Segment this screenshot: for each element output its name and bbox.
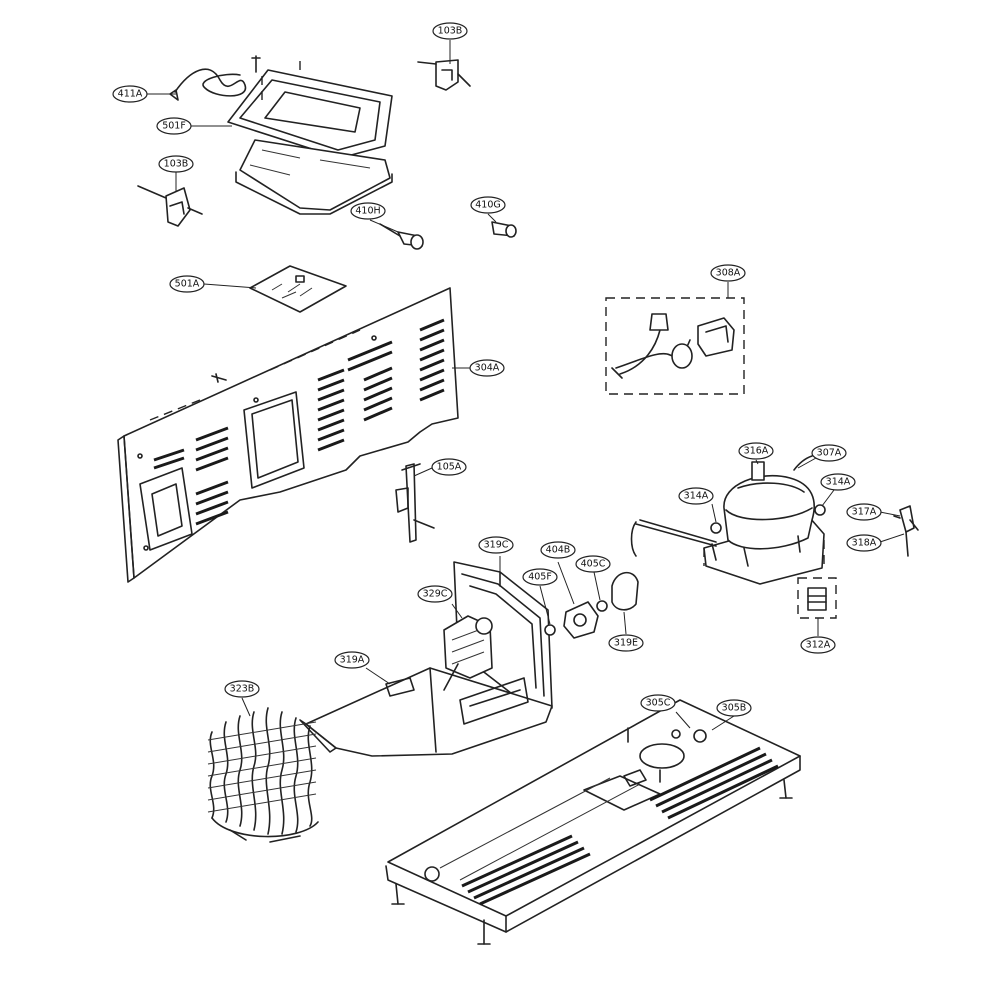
svg-text:103B: 103B (438, 26, 463, 37)
callout-323b: 323B (224, 680, 260, 698)
callout-411a: 411A (112, 85, 148, 103)
fan-motor-319e (611, 571, 639, 611)
svg-text:405F: 405F (528, 572, 552, 583)
callout-312a: 312A (800, 636, 836, 654)
pcb-501a (249, 265, 347, 313)
callout-405f: 405F (522, 568, 558, 586)
callout-501f: 501F (156, 117, 192, 135)
callout-314a-right: 314A (820, 473, 856, 491)
svg-text:410H: 410H (355, 206, 380, 217)
svg-text:323B: 323B (230, 684, 255, 695)
base-vent-slots (461, 746, 779, 906)
drain-pipe-105a (395, 463, 435, 543)
callout-304a: 304A (469, 359, 505, 377)
callout-305b: 305B (716, 699, 752, 717)
callout-329c: 329C (417, 585, 453, 603)
svg-text:501F: 501F (162, 121, 186, 132)
svg-text:319A: 319A (340, 655, 365, 666)
callout-405c: 405C (575, 555, 611, 573)
callout-404b: 404B (540, 541, 576, 559)
washer-405c (596, 600, 608, 612)
svg-text:405C: 405C (581, 559, 606, 570)
callout-105a: 105A (431, 458, 467, 476)
callout-103b-top: 103B (432, 22, 468, 40)
svg-text:314A: 314A (684, 491, 709, 502)
svg-text:411A: 411A (118, 89, 143, 100)
frame-319a (299, 663, 553, 757)
svg-text:318A: 318A (852, 538, 877, 549)
callout-103b-left: 103B (158, 155, 194, 173)
svg-text:319E: 319E (614, 638, 638, 649)
callout-319e: 319E (608, 634, 644, 652)
svg-text:307A: 307A (817, 448, 842, 459)
svg-text:105A: 105A (437, 462, 462, 473)
svg-text:316A: 316A (744, 446, 769, 457)
svg-text:404B: 404B (546, 545, 571, 556)
svg-text:410G: 410G (475, 200, 501, 211)
bracket-103b-left (137, 185, 203, 227)
svg-text:319C: 319C (484, 540, 509, 551)
lamp-410g (491, 221, 517, 238)
svg-text:305B: 305B (722, 703, 747, 714)
lamp-410h (379, 223, 424, 250)
callout-319a: 319A (334, 651, 370, 669)
callout-410h: 410H (350, 202, 386, 220)
svg-text:305C: 305C (646, 698, 671, 709)
callout-307a: 307A (811, 444, 847, 462)
top-cover-assembly (227, 55, 393, 215)
svg-text:308A: 308A (716, 268, 741, 279)
condenser-coil-323b (207, 707, 319, 843)
fan-motor-329c (443, 615, 493, 679)
svg-text:314A: 314A (826, 477, 851, 488)
callout-317a: 317A (846, 503, 882, 521)
svg-text:312A: 312A (806, 640, 831, 651)
rear-panel-304a (117, 287, 459, 583)
relay-317a-318a (893, 505, 919, 557)
callout-318a: 318A (846, 534, 882, 552)
callout-308a: 308A (710, 264, 746, 282)
svg-text:317A: 317A (852, 507, 877, 518)
power-cord (169, 68, 247, 101)
callout-314a-left: 314A (678, 487, 714, 505)
vent-slots-left (153, 426, 229, 526)
callout-305c: 305C (640, 694, 676, 712)
harness-308a (605, 297, 745, 395)
bracket-103b-top (417, 59, 471, 91)
fan-blade-404b (563, 601, 599, 639)
base-plate (385, 699, 801, 945)
svg-text:304A: 304A (475, 363, 500, 374)
compressor (630, 455, 826, 585)
grommet-312a (797, 577, 837, 619)
leader-lines (146, 40, 905, 731)
callout-labels: 411A 501F 103B 103B 410H 410G 501A 308A … (112, 22, 882, 717)
callout-319c: 319C (478, 536, 514, 554)
svg-text:501A: 501A (175, 279, 200, 290)
callout-501a: 501A (169, 275, 205, 293)
vent-slots-upper-right (317, 318, 445, 452)
callout-316a: 316A (738, 442, 774, 460)
callout-410g: 410G (470, 196, 506, 214)
svg-text:103B: 103B (164, 159, 189, 170)
washer-405f (544, 624, 556, 636)
svg-text:329C: 329C (423, 589, 448, 600)
